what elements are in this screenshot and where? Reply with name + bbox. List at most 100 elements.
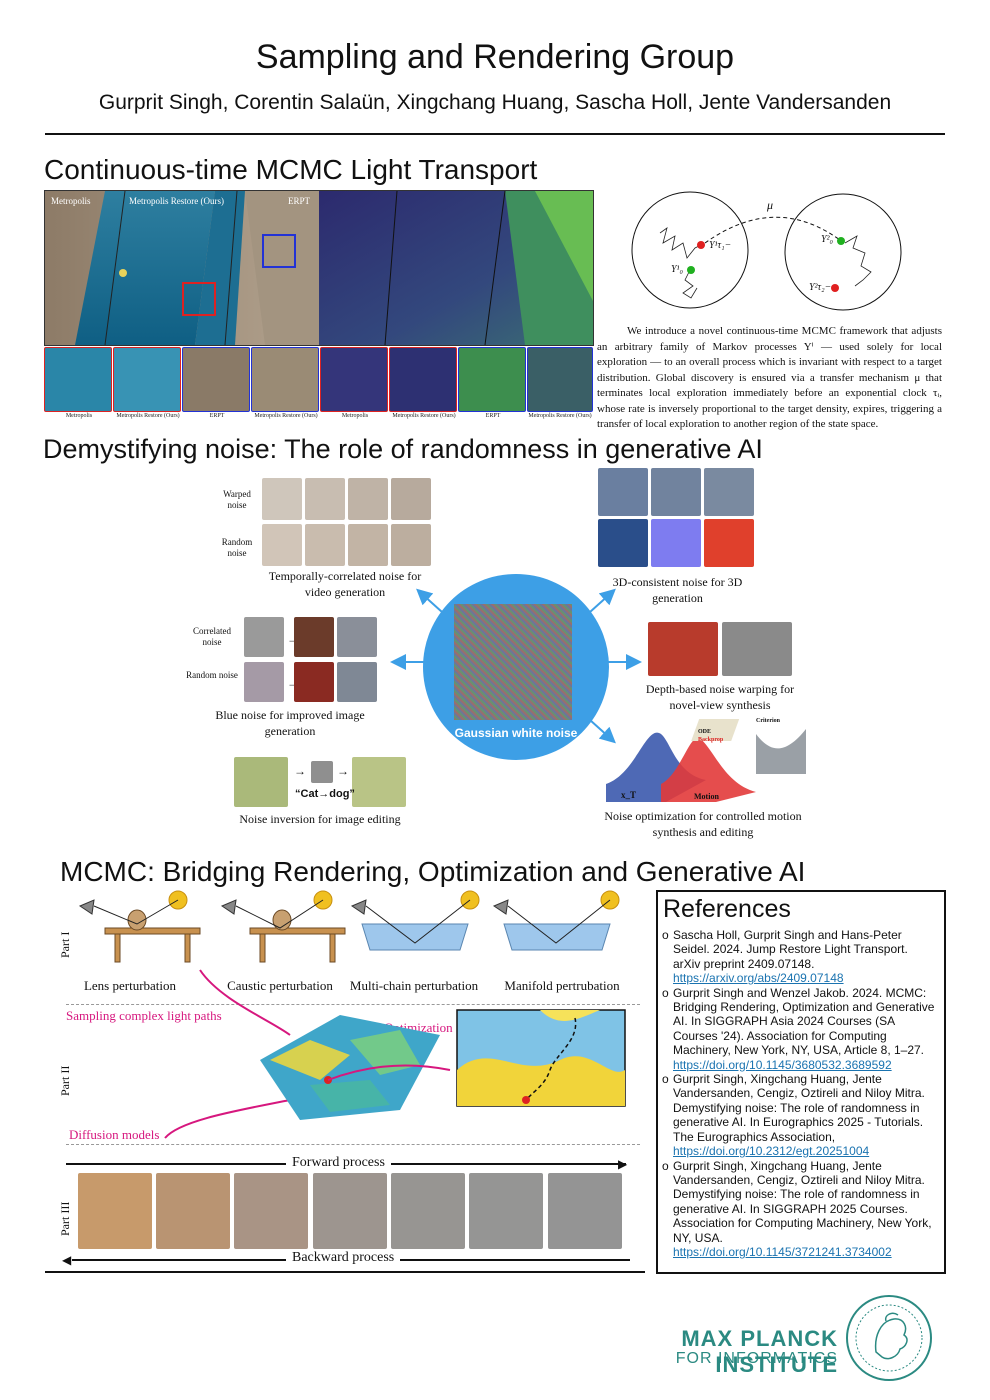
portrait-correlated [294, 617, 334, 657]
random-noise-label-2: Random noise [186, 670, 238, 680]
reference-text: Gurprit Singh and Wenzel Jakob. 2024. MC… [673, 985, 935, 1058]
flower-image [648, 622, 718, 676]
inversion-caption: Noise inversion for image editing [239, 812, 401, 826]
random-frame-3 [348, 524, 388, 566]
reference-text: Gurprit Singh, Xingchang Huang, Jente Va… [673, 1072, 925, 1144]
reference-link[interactable]: https://arxiv.org/abs/2409.07148 [673, 971, 844, 986]
thumb-metropolis-error [320, 347, 388, 412]
noise-view-2 [651, 468, 701, 516]
section3-bottom-rule [45, 1271, 645, 1273]
thumb-caption-1: Metropolis [65, 413, 93, 419]
motion-label: Motion [694, 792, 719, 801]
forward-arrow-head-icon: ▶ [618, 1157, 628, 1171]
part2-label: Part II [58, 1065, 72, 1096]
diffusion-step-2 [234, 1173, 308, 1249]
diffusion-step-6 [548, 1173, 622, 1249]
section3-heading: MCMC: Bridging Rendering, Optimization a… [60, 856, 806, 887]
header-divider [45, 133, 945, 135]
depth-view [704, 519, 754, 567]
noise-view-3 [704, 468, 754, 516]
diffusion-label: Diffusion models [69, 1127, 160, 1142]
random-noise-tile [244, 662, 284, 702]
video-caption: Temporally-correlated noise for video ge… [268, 569, 422, 599]
part3-label: Part III [58, 1201, 72, 1236]
mu-label: μ [767, 198, 774, 212]
forward-process-label: Forward process [286, 1155, 391, 1171]
pool-render-comparison: Metropolis Metropolis Restore (Ours) ERP… [44, 190, 594, 346]
portrait-random [294, 662, 334, 702]
random-frame-1 [262, 524, 302, 566]
cat-source-image [234, 757, 288, 807]
random-frame-2 [305, 524, 345, 566]
motion-optimization-plot: x_T Motion ODE Backprop Criterion [606, 714, 806, 806]
part1-illustrations [78, 890, 620, 963]
thumb-erpt [182, 347, 250, 412]
sampling-label: Sampling complex light paths [66, 1008, 222, 1023]
thumb-restore-error [389, 347, 457, 412]
thumb-metropolis [44, 347, 112, 412]
cat-correlated [337, 617, 377, 657]
section1-heading: Continuous-time MCMC Light Transport [44, 154, 538, 185]
reference-text: Sascha Holl, Gurprit Singh and Hans-Pete… [673, 928, 908, 971]
reference-text: Gurprit Singh, Xingchang Huang, Jente Va… [673, 1158, 932, 1245]
depth-warping-caption: Depth-based noise warping for novel-view… [645, 682, 795, 712]
poster-title: Sampling and Rendering Group [255, 38, 735, 76]
normal-view [651, 519, 701, 567]
random-noise-label: Random noise [221, 537, 253, 558]
diffusion-step-3 [313, 1173, 387, 1249]
blue-noise-caption: Blue noise for improved image generation [215, 708, 365, 738]
thumb-restore-error-2 [527, 347, 593, 412]
diffusion-step-4 [391, 1173, 465, 1249]
warped-frame-1 [262, 478, 302, 520]
thumb-caption-6: Metropolis Restore (Ours) [392, 413, 456, 419]
arrow-icon: → [337, 764, 349, 778]
thumb-erpt-error [458, 347, 526, 412]
warped-noise-label: Warped noise [223, 489, 251, 510]
backprop-label: Backprop [698, 737, 724, 743]
xt-label: x_T [621, 790, 637, 800]
gaussian-noise-image [454, 604, 572, 720]
y2-tau-label: Y²τ₂− [809, 282, 832, 293]
lens-perturbation-label: Lens perturbation [83, 978, 177, 993]
warped-frame-4 [391, 478, 431, 520]
cat-random [337, 662, 377, 702]
flower-depth-image [722, 622, 792, 676]
warped-frame-3 [348, 478, 388, 520]
thumb-caption-2: Metropolis Restore (Ours) [116, 413, 180, 419]
manifold-perturbation-label: Manifold pertrubation [504, 978, 620, 993]
thumb-restore [113, 347, 181, 412]
correlated-noise-tile [244, 617, 284, 657]
markov-transfer-diagram: μ Y¹τ₁− Y¹₀ Y²₀ Y²τ₂− [625, 188, 945, 318]
random-frame-4 [391, 524, 431, 566]
backward-arrow-head-icon: ◀ [62, 1253, 72, 1267]
backward-process-label: Backward process [286, 1250, 401, 1266]
3d-noise-caption: 3D-consistent noise for 3D generation [612, 575, 743, 605]
inverted-noise-tile [311, 761, 333, 783]
part-divider-1 [66, 1004, 640, 1005]
multichain-perturbation-label: Multi-chain perturbation [349, 978, 479, 993]
institute-name: MAX PLANCK INSTITUTE [681, 1326, 838, 1377]
caustic-perturbation-label: Caustic perturbation [227, 978, 333, 993]
reference-link[interactable]: https://doi.org/10.2312/egt.20251004 [673, 1144, 870, 1159]
reference-link[interactable]: https://doi.org/10.1145/3680532.3689592 [673, 1057, 892, 1072]
diffusion-step-5 [469, 1173, 543, 1249]
dog-result-image [352, 757, 406, 807]
reference-link[interactable]: https://doi.org/10.1145/3721241.3734002 [673, 1244, 892, 1259]
label-metropolis-restore: Metropolis Restore (Ours) [129, 196, 224, 206]
correlated-noise-label: Correlated noise [193, 626, 231, 647]
arrow-icon: → [294, 764, 306, 778]
criterion-label: Criterion [756, 718, 780, 724]
institute-subtitle: FOR INFORMATICS [675, 1350, 838, 1367]
thumb-caption-3: ERPT [209, 413, 225, 419]
noise-view-1 [598, 468, 648, 516]
label-metropolis: Metropolis [51, 196, 91, 206]
label-erpt: ERPT [288, 196, 311, 206]
y1-tau-label: Y¹τ₁− [709, 240, 732, 251]
motion-caption: Noise optimization for controlled motion… [604, 809, 802, 839]
ode-label: ODE [698, 729, 712, 735]
